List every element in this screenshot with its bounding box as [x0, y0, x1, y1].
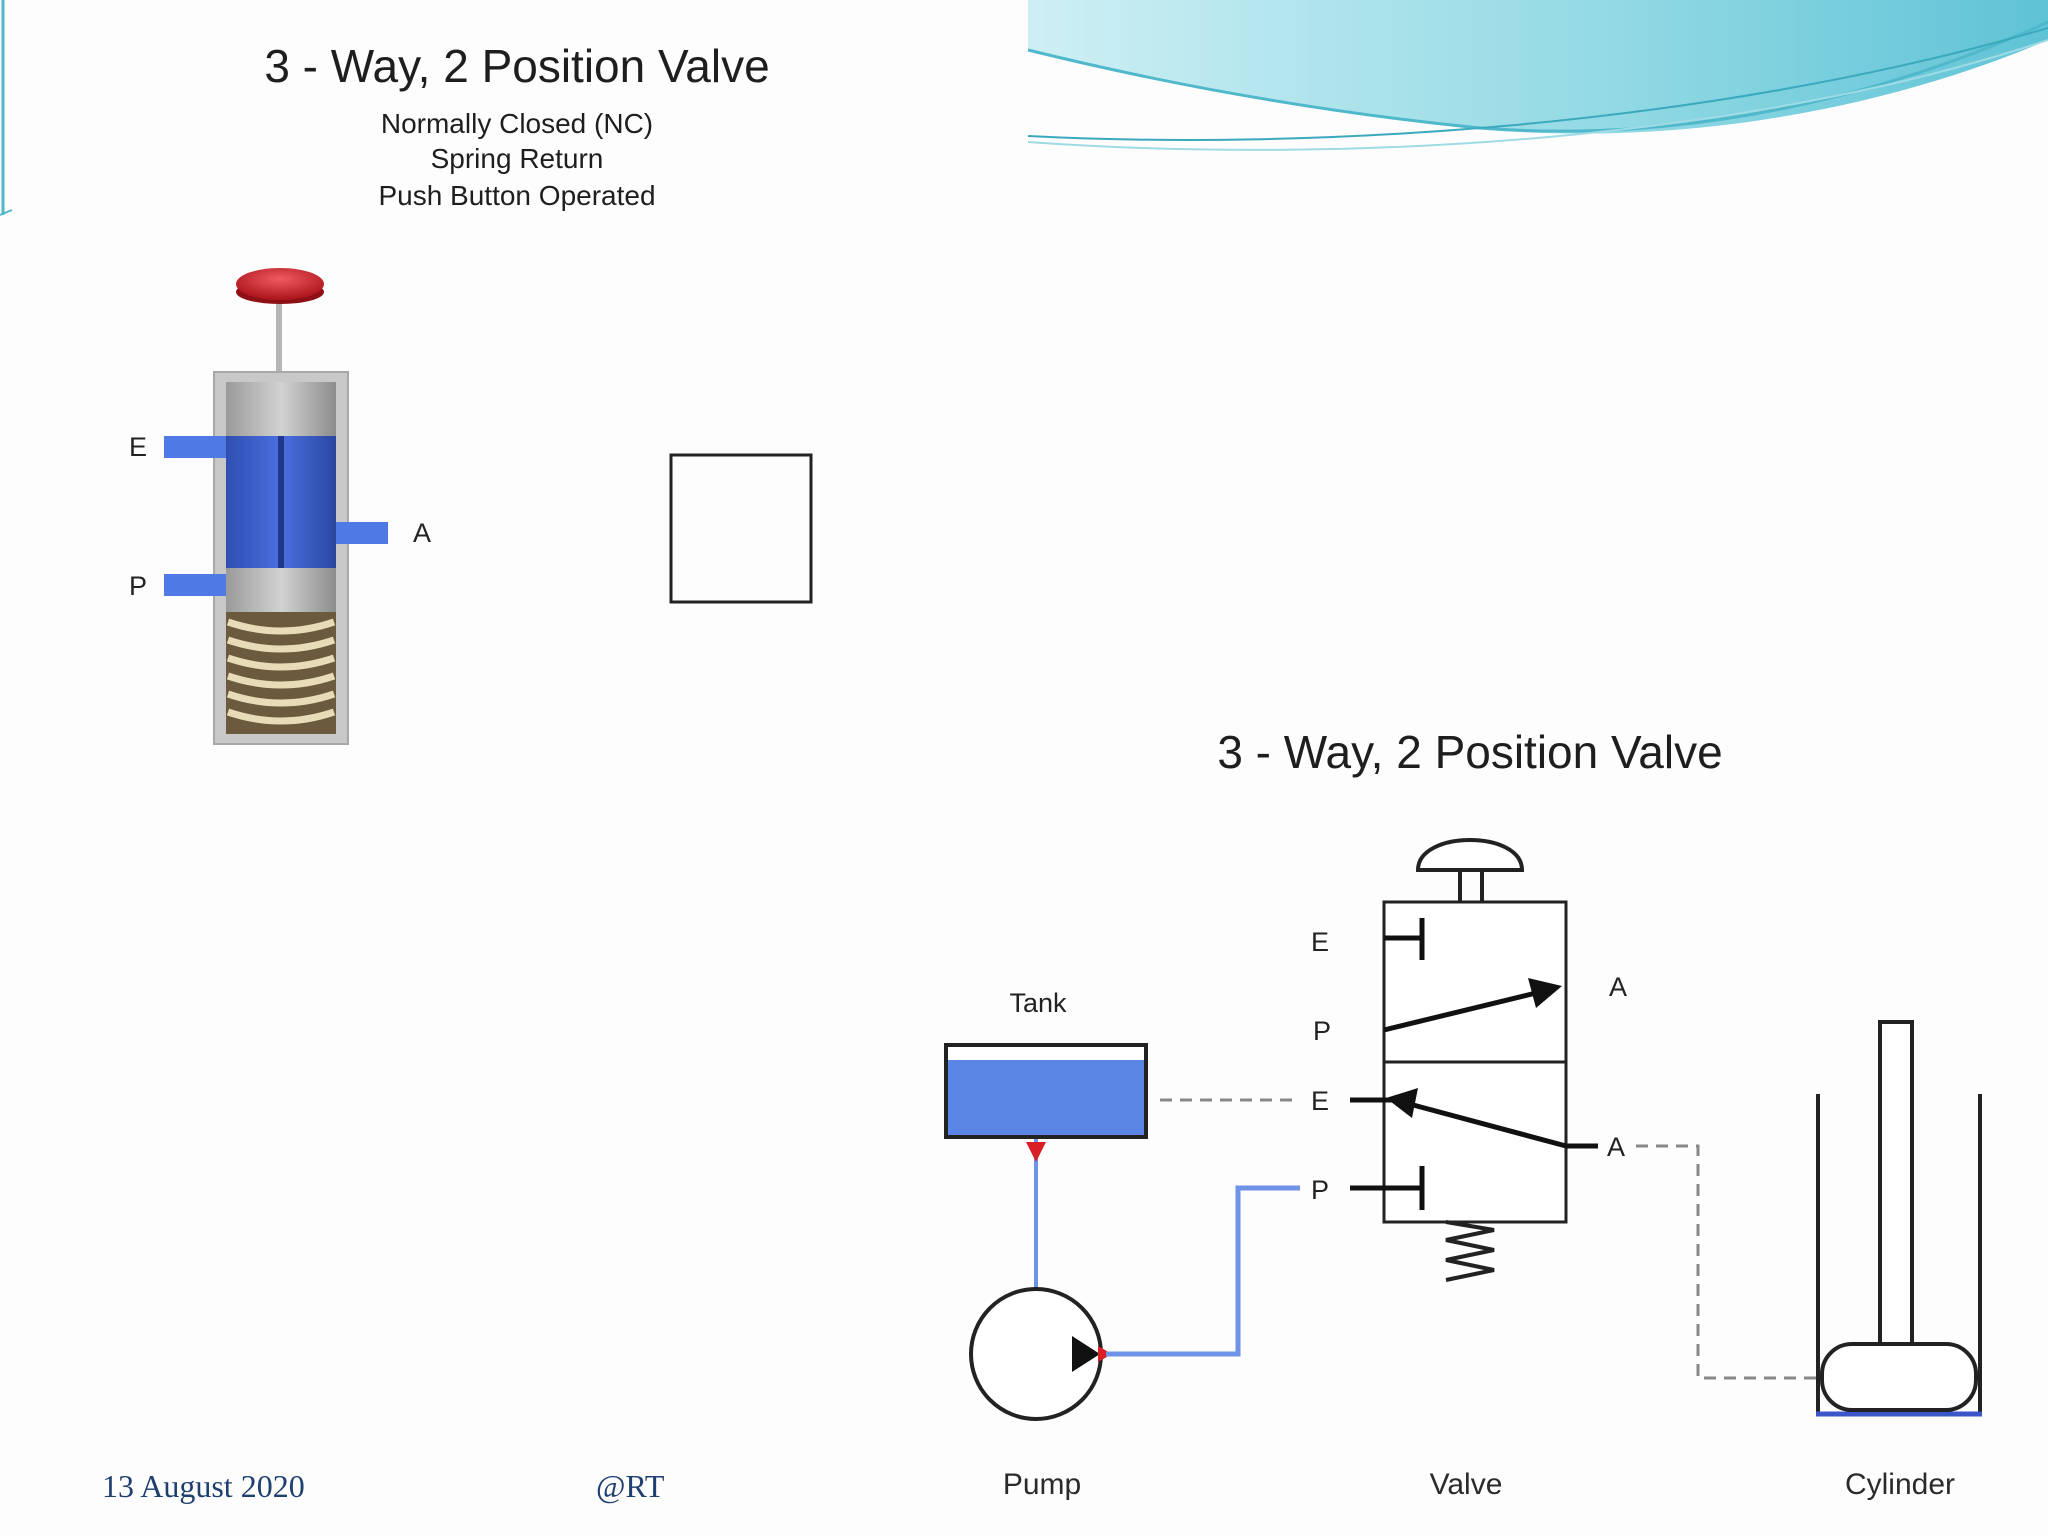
cutaway-title: 3 - Way, 2 Position Valve [264, 40, 769, 92]
valve-spring-icon [1445, 1220, 1495, 1282]
tank-flow-arrow-icon [1026, 1142, 1046, 1162]
pump-icon [969, 1287, 1112, 1421]
red-push-button-icon [236, 268, 324, 376]
theme-wave-decoration [1027, 0, 2048, 151]
port-e-stub [164, 436, 226, 458]
port-p-stub [164, 574, 226, 596]
cylinder-caption: Cylinder [1845, 1468, 1955, 1501]
empty-symbol-square [669, 453, 813, 604]
cutaway-subtitle-line: Spring Return [431, 143, 604, 174]
cutaway-subtitle-line: Normally Closed (NC) [381, 108, 653, 139]
pressure-line [1106, 1185, 1300, 1357]
cylinder-icon [1816, 1020, 1982, 1417]
pump-caption: Pump [1003, 1468, 1081, 1501]
valve-upper-port-e-label: E [1311, 927, 1329, 957]
valve-upper-port-a-label: A [1609, 972, 1627, 1002]
valve-upper-port-p-label: P [1313, 1016, 1331, 1046]
schematic-title: 3 - Way, 2 Position Valve [1217, 726, 1722, 778]
schematic-figure: 3 - Way, 2 Position Valve Tank [944, 726, 1982, 1501]
valve-lower-port-e-label: E [1311, 1086, 1329, 1116]
valve-caption: Valve [1430, 1468, 1503, 1501]
cutaway-port-e-label: E [129, 432, 147, 462]
cutaway-subtitle-line: Push Button Operated [378, 180, 655, 211]
work-line-dashed [1636, 1144, 1818, 1380]
cutaway-port-a-label: A [413, 518, 431, 548]
spring-coil-icon [226, 612, 336, 734]
tank-icon [944, 1043, 1148, 1139]
cutaway-port-p-label: P [129, 571, 147, 601]
cutaway-figure: 3 - Way, 2 Position Valve Normally Close… [129, 40, 770, 745]
tank-label: Tank [1009, 988, 1067, 1018]
footer-date: 13 August 2020 [102, 1468, 305, 1504]
port-a-stub [336, 522, 388, 544]
valve-lower-port-a-label: A [1607, 1132, 1625, 1162]
footer-author: @RT [596, 1468, 665, 1504]
valve-lower-port-p-label: P [1311, 1175, 1329, 1205]
valve-symbol [1350, 900, 1598, 1224]
valve-push-button-icon [1415, 838, 1525, 902]
left-accent-lines [0, 0, 13, 216]
